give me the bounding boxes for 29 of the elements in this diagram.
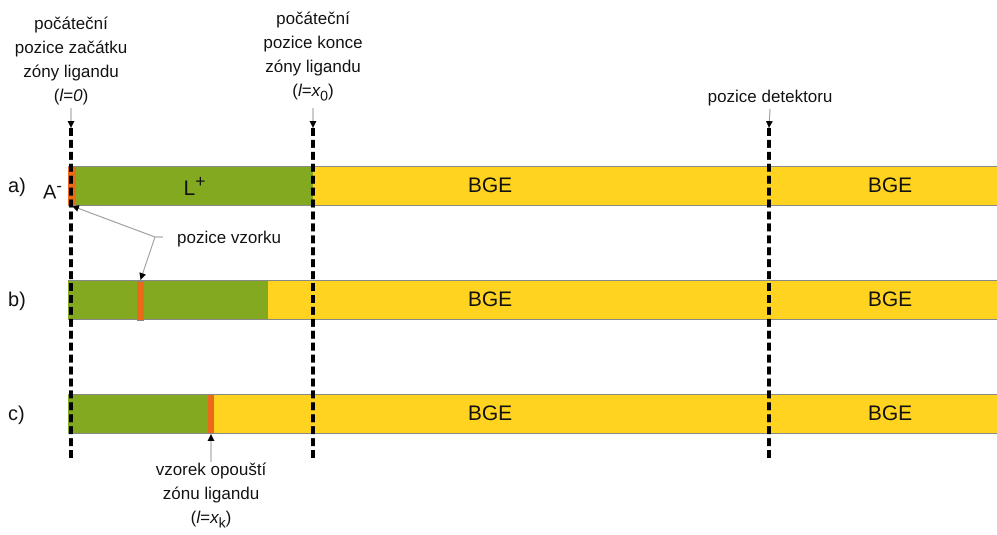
annotation-text: pozice detektoru — [680, 83, 860, 109]
ligand-zone — [76, 166, 313, 206]
electrolyte-zone — [268, 280, 997, 320]
zone-label: BGE — [468, 402, 512, 426]
sample-zone — [137, 281, 144, 321]
row-label: b) — [8, 288, 26, 312]
row-label: a) — [8, 174, 26, 198]
arrow — [68, 108, 74, 128]
arrow — [310, 108, 316, 128]
annotation-text: vzorek opouští zónu ligandu (l=x$_{k}$) — [154, 462, 268, 535]
electrolyte-zone — [214, 394, 997, 434]
zone-label: L$^{+}$ — [184, 171, 206, 201]
annotation-text: počáteční pozice konce zóny ligandu (l=x$_{0}$) — [250, 10, 376, 108]
electrolyte-zone — [313, 166, 997, 206]
zone-label: BGE — [468, 174, 512, 198]
zone-label: BGE — [468, 288, 512, 312]
zone-label: BGE — [868, 174, 912, 198]
zone-label: BGE — [868, 402, 912, 426]
arrow — [208, 434, 214, 462]
annotation-text: počáteční pozice začátku zóny ligandu (l=0) — [13, 10, 129, 108]
arrow — [139, 236, 164, 280]
arrow — [766, 108, 773, 128]
sample-zone — [208, 394, 214, 434]
row-label: c) — [8, 402, 25, 426]
ligand-zone — [68, 280, 268, 320]
ion-label: A$^{-}$ — [43, 175, 62, 205]
annotation-text: pozice vzorku — [163, 224, 295, 250]
zone-label: BGE — [868, 288, 912, 312]
ligand-zone — [68, 394, 208, 434]
